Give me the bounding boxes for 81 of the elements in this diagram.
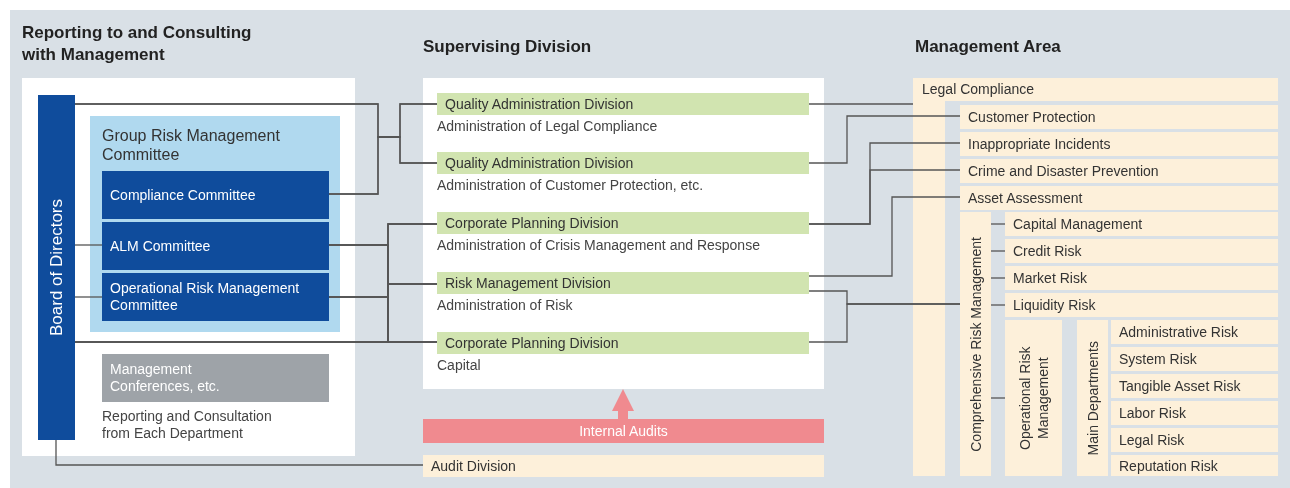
area-bar [1111,401,1278,425]
area-bar [423,455,824,477]
area-bar [1111,428,1278,452]
description-text: Administration of Risk [437,297,573,314]
committee-box [102,222,329,270]
area-bar [1005,212,1278,236]
node-label: Labor Risk [1119,404,1186,422]
node-label: Corporate Planning Division [445,334,619,352]
node-label: Tangible Asset Risk [1119,377,1241,395]
committee-box [102,171,329,219]
vertical-label: Operational Risk Management [1015,345,1052,452]
arrow [612,389,634,419]
description-text: Administration of Legal Compliance [437,118,658,135]
node-label: Legal Risk [1119,431,1185,449]
node-label: Asset Assessment [968,189,1083,207]
connector-line [808,303,961,343]
audit-band [423,419,824,443]
node-label: Capital Management [1013,215,1143,233]
panel-heading: Reporting to and Consulting with Management [22,22,253,66]
area-bar [1111,347,1278,371]
node-label: Quality Administration Division [445,95,634,113]
area-bar [1005,266,1278,290]
connector-line [990,223,1006,225]
node-label: ALM Committee [110,237,212,255]
committee-panel [90,116,340,332]
connector-line [74,296,103,298]
area-heading: Management Area [915,36,1061,58]
area-bar [960,186,1278,210]
description-text: Capital [437,357,481,374]
area-bar [1005,293,1278,317]
committee-heading: Group Risk Management Committee [102,126,281,164]
connector-line [328,136,438,195]
node-label: Inappropriate Incidents [968,135,1111,153]
connector-line [808,196,961,277]
connector-line [74,341,438,343]
node-label: Customer Protection [968,108,1096,126]
node-label: Compliance Committee [110,186,257,204]
description-text: Administration of Customer Protection, etc. [437,177,704,194]
node-label: Liquidity Risk [1013,296,1096,314]
connector-line [990,250,1006,252]
node-label: Risk Management Division [445,274,611,292]
node-label: Market Risk [1013,269,1087,287]
area-bar [960,159,1278,183]
area-bar [1005,239,1278,263]
area-bar [1111,320,1278,344]
connector-line [808,115,961,164]
node-label: Operational Risk Management Committee [110,280,300,314]
vertical-bar [1077,320,1108,476]
description-text: Administration of Crisis Management and Response [437,237,760,254]
description-text: Reporting and Consultation from Each Department [102,408,273,442]
area-bar [1111,455,1278,476]
area-bar [1111,374,1278,398]
node-label: Quality Administration Division [445,154,634,172]
node-label: Crime and Disaster Prevention [968,162,1159,180]
vertical-label: Main Departments [1083,340,1102,456]
connector-line [990,277,1006,279]
vertical-label: Comprehensive Risk Management [966,236,985,452]
node-label: Management Conferences, etc. [110,361,221,395]
committee-box [102,273,329,321]
node-label: Corporate Planning Division [445,214,619,232]
node-label: Administrative Risk [1119,323,1239,341]
vertical-bar [960,212,991,476]
connector-line [55,439,424,466]
panel-heading: Supervising Division [423,36,593,58]
connector-line [74,244,103,246]
node-label: Reputation Risk [1119,457,1218,474]
node-label: Audit Division [431,457,516,475]
node-label: Credit Risk [1013,242,1082,260]
vertical-bar [1005,320,1062,476]
connector-line [990,304,1006,306]
connector-line [808,103,914,105]
node-label: Legal Compliance [922,81,1035,98]
area-bar [960,132,1278,156]
node-label: Internal Audits [578,422,669,440]
connector-line [808,169,961,225]
vertical-label: Board of Directors [46,199,67,336]
node-label: System Risk [1119,350,1197,368]
connector-line [990,397,1006,399]
l-shaped-band [913,78,1278,476]
area-bar [960,105,1278,129]
vertical-bar [38,95,75,440]
